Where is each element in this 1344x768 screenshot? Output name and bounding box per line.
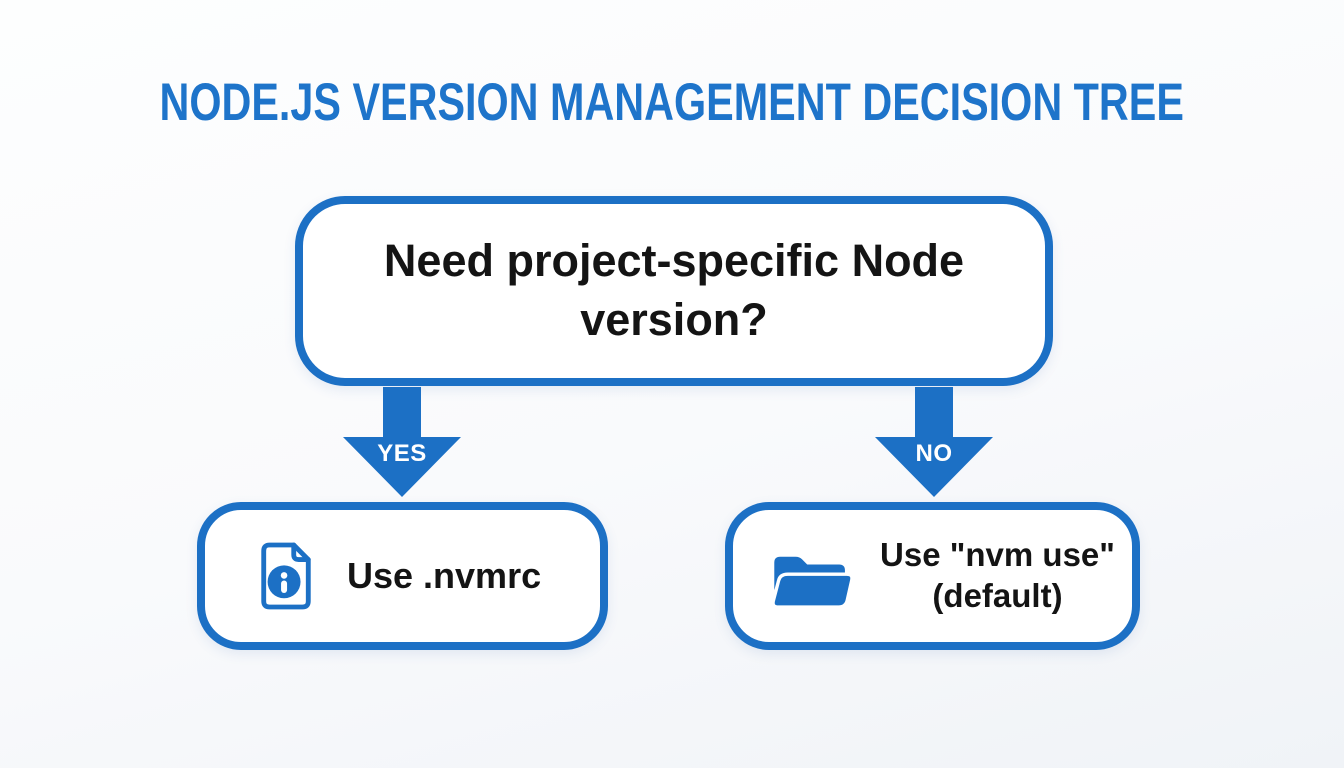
no-result-text: Use "nvm use" (default) — [877, 535, 1132, 617]
no-result-text-line1: Use "nvm use" — [880, 536, 1115, 574]
no-result-text-line2: (default) — [932, 577, 1063, 614]
decision-question-text: Need project-specific Node version? — [383, 235, 965, 345]
decision-node: Need project-specific Node version? — [295, 196, 1053, 386]
down-arrow-icon: YES — [343, 387, 461, 497]
yes-result-text: Use .nvmrc — [347, 555, 542, 596]
open-folder-icon — [771, 556, 854, 609]
down-arrow-icon: NO — [875, 387, 993, 497]
diagram-title-text: NODE.JS VERSION MANAGEMENT DECISION TREE — [159, 73, 1185, 132]
no-result-node: Use "nvm use" (default) — [725, 502, 1140, 650]
yes-branch-arrow: YES — [341, 387, 463, 499]
no-arrow-label: NO — [916, 440, 953, 467]
no-branch-arrow: NO — [873, 387, 995, 499]
yes-result-node: Use .nvmrc — [197, 502, 608, 650]
diagram-title: NODE.JS VERSION MANAGEMENT DECISION TREE — [0, 72, 1344, 133]
yes-arrow-label: YES — [377, 440, 427, 467]
file-info-icon — [261, 542, 311, 610]
